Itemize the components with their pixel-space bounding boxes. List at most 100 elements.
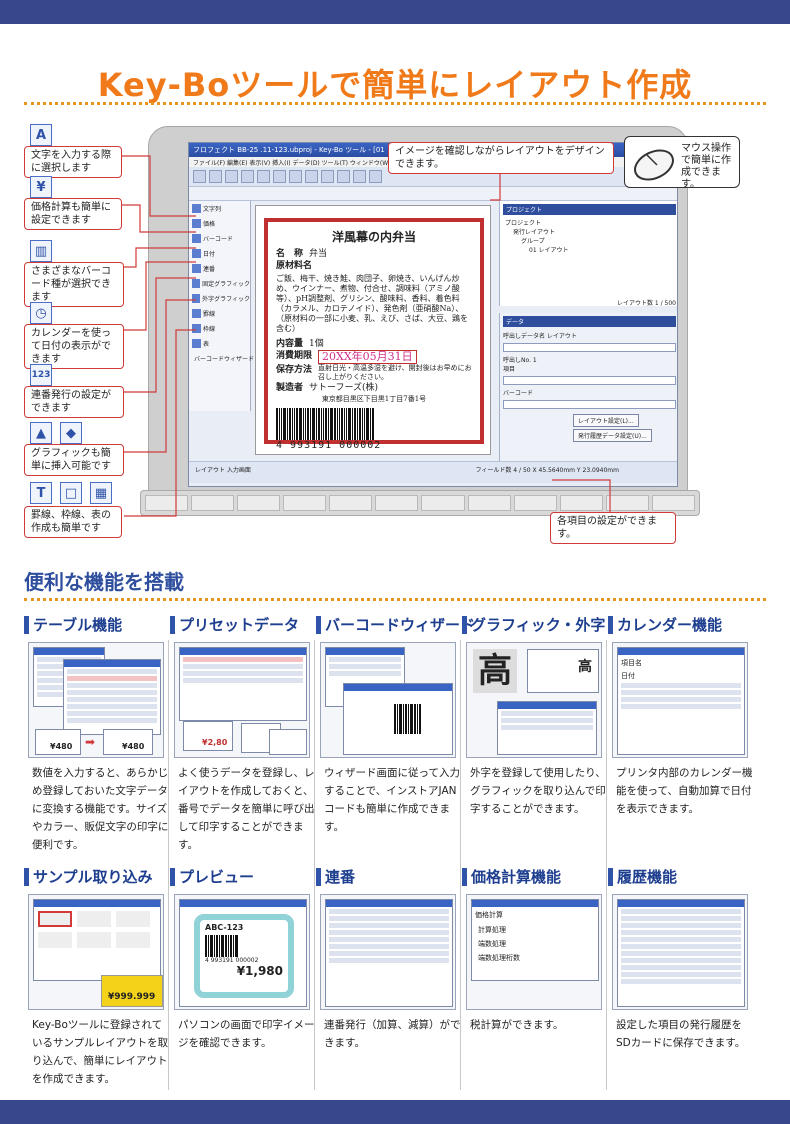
view-tabs[interactable]: レイアウト 入力画面 (195, 467, 251, 474)
barcode-bar (294, 408, 295, 440)
tool-rule-line[interactable]: 罫線 (189, 306, 250, 321)
bottom-band (0, 1100, 790, 1124)
status-readout: フィールド数 4 / 50 X 45.5640mm Y 23.0940mm (475, 467, 619, 474)
feature-title-preview: プレビュー (170, 868, 254, 886)
tool-barcode-wizard[interactable]: バーコードウィザード (194, 356, 255, 363)
properties-header: データ (503, 316, 676, 327)
column-divider (314, 640, 315, 1090)
toolbar-button[interactable] (321, 170, 334, 183)
tool-external-graphic[interactable]: 外字グラフィック (189, 291, 250, 306)
thumb-calendar: 項目名 日付 (612, 642, 748, 758)
feature-desc-preset: よく使うデータを登録し、レイアウトを作成しておくと、番号でデータを簡単に呼び出し… (178, 767, 315, 851)
label-expiry-value[interactable]: 20XX年05月31日 (318, 350, 417, 364)
text-tool-icon: A (30, 124, 52, 146)
properties-panel: データ 呼出しデータ名 レイアウト 呼出しNo. 1 項目 バーコード レイアウ… (499, 313, 677, 478)
calendar-date-label: 日付 (621, 672, 635, 680)
barcode-bar (325, 408, 327, 440)
barcode-bar (287, 408, 288, 440)
tool-text[interactable]: 文字列 (189, 201, 250, 216)
tool-price[interactable]: 価格 (189, 216, 250, 231)
price-tool-icon: ¥ (30, 176, 52, 198)
barcode-bar (279, 408, 280, 440)
feature-title-serial: 連番 (316, 868, 355, 886)
top-band (0, 0, 790, 24)
property-field[interactable] (503, 343, 676, 352)
serial-tool-icon: 123 (30, 364, 52, 386)
barcode-tool-icon: ▥ (30, 240, 52, 262)
toolbar-button[interactable] (209, 170, 222, 183)
tool-frame[interactable]: 枠線 (189, 321, 250, 336)
label-name-value: 弁当 (309, 249, 328, 259)
tool-barcode[interactable]: バーコード (189, 231, 250, 246)
barcode-bar (334, 408, 336, 440)
barcode-type-select[interactable] (503, 400, 676, 409)
preview-code: ABC-123 (205, 923, 244, 932)
barcode-bar (296, 408, 298, 440)
barcode-bar (344, 408, 345, 440)
toolbar-button[interactable] (273, 170, 286, 183)
toolbar-button[interactable] (353, 170, 366, 183)
layout-canvas[interactable]: 洋風幕の内弁当 名 称弁当 原材料名 ご飯、梅干、焼き鮭、肉団子、卵焼き、いんげ… (255, 205, 491, 455)
toolbar-button[interactable] (241, 170, 254, 183)
format-toolbar[interactable] (189, 187, 677, 201)
tree-item[interactable]: 01 レイアウト (529, 247, 569, 254)
tool-table[interactable]: 表 (189, 336, 250, 351)
callout-serial: 連番発行の設定ができます (24, 386, 124, 418)
thumb-price-before: ¥480 (35, 729, 81, 755)
barcode-bar (352, 408, 353, 440)
barcode-bar (310, 408, 311, 440)
tool-date[interactable]: 日付 (189, 246, 250, 261)
thumb-preset-price: ¥2,80 (183, 721, 233, 751)
label-amount-key: 内容量 (276, 339, 304, 349)
barcode-bar (357, 408, 358, 440)
label-storage-key: 保存方法 (276, 365, 313, 375)
feature-desc-graphic: 外字を登録して使用したり、グラフィックを取り込んで印字することができます。 (470, 767, 606, 815)
preview-barcode-number: 4 993191 000002 (205, 957, 259, 964)
toolbar-button[interactable] (305, 170, 318, 183)
barcode-number: 4 993191 000002 (276, 440, 382, 451)
layout-count: レイアウト数 1 / 500 (616, 300, 676, 307)
label-address: 東京都目黒区下目黒1丁目7番1号 (321, 395, 427, 403)
toolbar-button[interactable] (369, 170, 382, 183)
tool-serial[interactable]: 連番 (189, 261, 250, 276)
label-name-key: 名 称 (276, 249, 304, 259)
tree-item[interactable]: プロジェクト (505, 220, 542, 227)
barcode-bar (305, 408, 306, 440)
toolbar-button[interactable] (225, 170, 238, 183)
feature-desc-calendar: プリンタ内部のカレンダー機能を使って、自動加算で日付を表示できます。 (616, 767, 753, 815)
tree-item[interactable]: グループ (521, 238, 545, 245)
toolbar-button[interactable] (289, 170, 302, 183)
barcode-bar (292, 408, 293, 440)
rule-line-icon: T (30, 482, 52, 504)
barcode-bar (307, 408, 309, 440)
tree-item[interactable]: 発行レイアウト (513, 229, 556, 236)
barcode-bar (337, 408, 338, 440)
label-expiry-key: 消費期限 (276, 351, 313, 361)
thumb-sample: ¥999.999 (28, 894, 164, 1010)
gaiji-small: 高 (527, 649, 599, 693)
barcode-bar (318, 408, 320, 440)
thumb-table: ¥480 ➡ ¥480 (28, 642, 164, 758)
barcode-bar (281, 408, 282, 440)
history-settings-button[interactable]: 発行履歴データ設定(U)... (573, 429, 652, 442)
callout-text: 文字を入力する際に選択します (24, 146, 122, 178)
layout-settings-button[interactable]: レイアウト設定(L)... (573, 414, 639, 427)
section-title: 便利な機能を搭載 (24, 570, 184, 594)
barcode-bar (321, 408, 322, 440)
property-field[interactable] (503, 376, 676, 385)
gaiji-large: 高 (473, 649, 517, 693)
food-label[interactable]: 洋風幕の内弁当 名 称弁当 原材料名 ご飯、梅干、焼き鮭、肉団子、卵焼き、いんげ… (264, 218, 484, 451)
toolbar-button[interactable] (337, 170, 350, 183)
barcode-bar (348, 408, 351, 440)
barcode-bar (316, 408, 317, 440)
toolbar-button[interactable] (257, 170, 270, 183)
label-maker-key: 製造者 (276, 383, 304, 393)
barcode-bar (328, 408, 329, 440)
barcode-bar (323, 408, 324, 440)
toolbar-button[interactable] (193, 170, 206, 183)
barcode-bar (330, 408, 333, 440)
callout-design: イメージを確認しながらレイアウトをデザインできます。 (388, 142, 614, 174)
tool-fixed-graphic[interactable]: 固定グラフィック (189, 276, 250, 291)
barcode-bar (276, 408, 278, 440)
feature-desc-serial: 連番発行（加算、減算）ができます。 (324, 1019, 461, 1049)
